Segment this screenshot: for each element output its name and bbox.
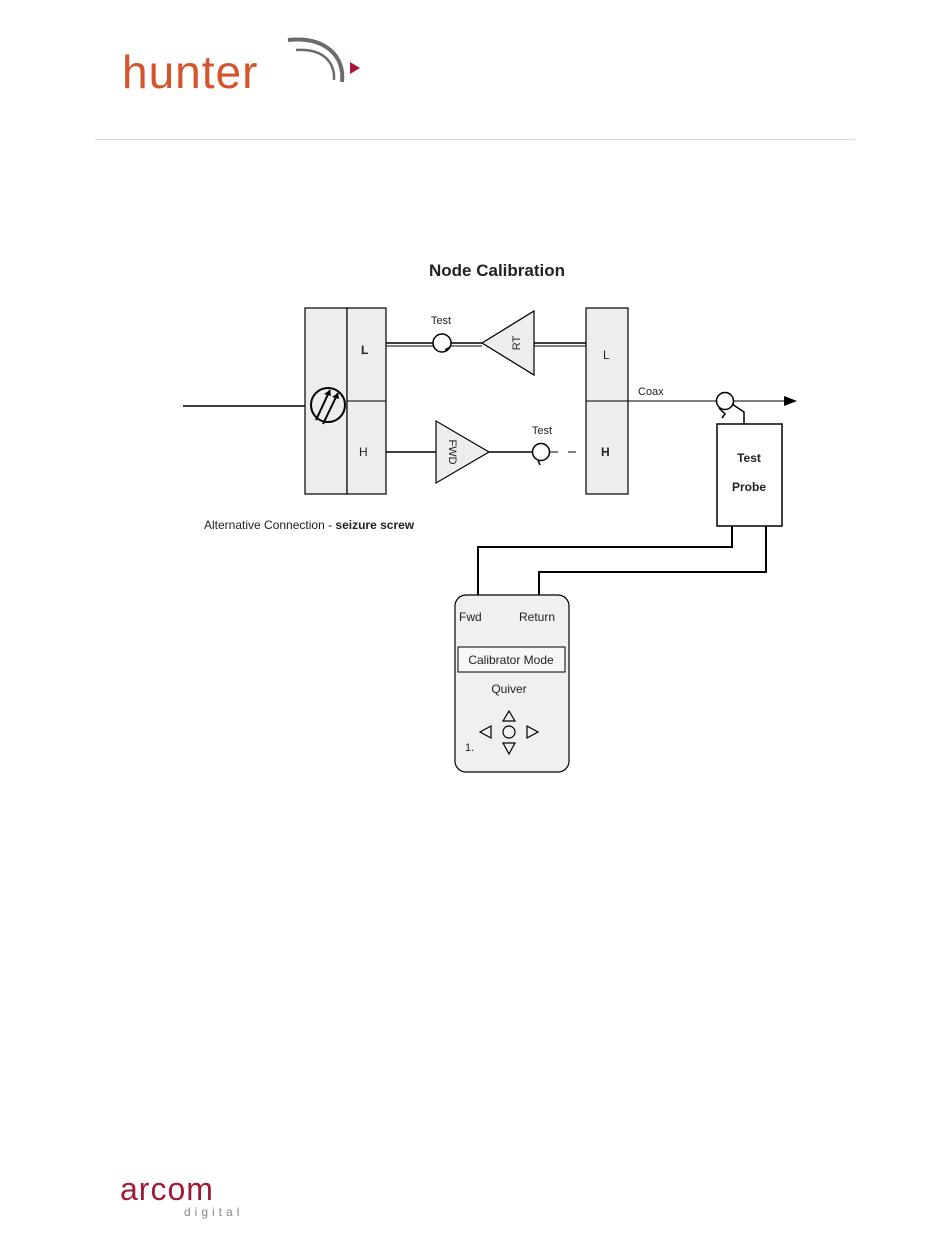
test-point-top [433,334,451,352]
svg-text:digital: digital [184,1205,243,1219]
fwd-cable [478,526,732,597]
node-left-bottom-port-label: H [359,445,368,459]
coax-label: Coax [638,386,664,398]
quiver-return-label: Return [519,610,555,624]
forward-amplifier-label: FWD [446,439,458,464]
test-probe-label-line2: Probe [732,480,766,494]
test-probe-label-line1: Test [737,451,761,465]
alternative-connection-note: Alternative Connection - seizure screw [204,518,415,532]
test-point-bottom [533,444,550,466]
quiver-key-label: 1. [465,742,474,754]
coax-arrow-icon [784,396,797,406]
node-left-top-port-label: L [361,343,368,357]
return-amplifier: RT [482,311,534,375]
svg-text:arcom: arcom [120,1171,214,1207]
test-probe: Test Probe [717,424,782,526]
test-point-top-label: Test [431,315,451,327]
node-right-top-port-label: L [603,348,610,362]
node-right-bottom-port-label: H [601,445,610,459]
diagram-title: Node Calibration [429,261,565,280]
quiver-device: Fwd Return Calibrator Mode Quiver 1. [455,595,569,772]
arcom-digital-logo: arcom digital [118,1170,288,1220]
quiver-fwd-label: Fwd [459,610,482,624]
forward-amplifier: FWD [436,421,489,483]
return-amplifier-label: RT [511,335,523,350]
probe-tap-icon [717,393,745,425]
quiver-device-name: Quiver [491,682,526,696]
quiver-mode-label: Calibrator Mode [468,653,554,667]
test-point-bottom-label: Test [532,425,552,437]
node-right: L H [586,308,628,494]
node-left: L H [305,308,386,494]
